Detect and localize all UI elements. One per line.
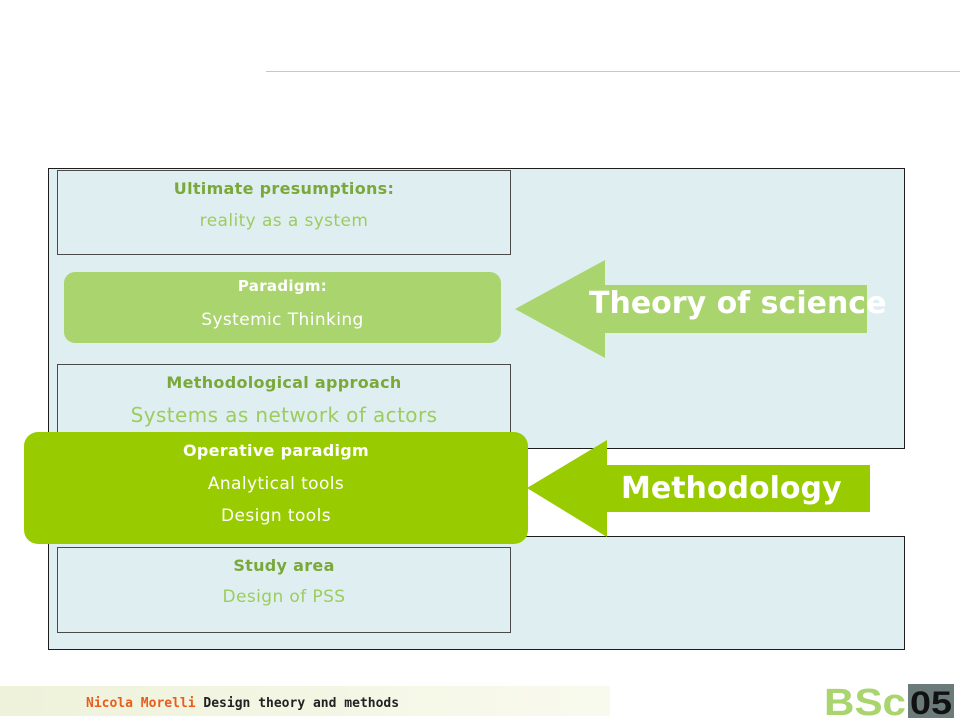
theory-of-science-arrow <box>515 260 867 358</box>
operative-paradigm-box: Operative paradigm Analytical tools Desi… <box>24 432 528 544</box>
footer-author: Nicola Morelli <box>86 696 196 711</box>
paradigm-heading: Paradigm: <box>237 277 328 295</box>
study-area-text: Design of PSS <box>222 587 346 607</box>
footer-bar <box>0 686 610 716</box>
operative-paradigm-heading: Operative paradigm <box>183 441 369 460</box>
methodological-approach-text: Systems as network of actors <box>130 403 438 427</box>
bsc-logo-text: BSc <box>824 682 906 718</box>
methodology-label: Methodology <box>621 471 842 506</box>
theory-of-science-label: Theory of science <box>589 286 887 321</box>
operative-paradigm-line-analytical: Analytical tools <box>207 474 345 494</box>
methodology-arrow <box>527 440 870 537</box>
methodological-approach-heading: Methodological approach <box>166 373 402 392</box>
top-divider-line <box>266 71 960 72</box>
paradigm-text: Systemic Thinking <box>201 310 364 330</box>
ultimate-presumptions-text: reality as a system <box>199 211 369 231</box>
ultimate-presumptions-heading: Ultimate presumptions: <box>173 179 395 198</box>
operative-paradigm-line-design: Design tools <box>221 506 331 526</box>
bsc-logo-number: 05 <box>910 685 952 718</box>
bsc-logo: BSc 05 <box>824 682 954 718</box>
footer-course: Design theory and methods <box>203 696 400 711</box>
ultimate-presumptions-box: Ultimate presumptions: reality as a syst… <box>57 170 511 255</box>
study-area-box: Study area Design of PSS <box>57 547 511 633</box>
footer-credit: Nicola Morelli Design theory and methods <box>86 696 399 711</box>
study-area-heading: Study area <box>233 556 335 575</box>
paradigm-box: Paradigm: Systemic Thinking <box>64 272 501 343</box>
